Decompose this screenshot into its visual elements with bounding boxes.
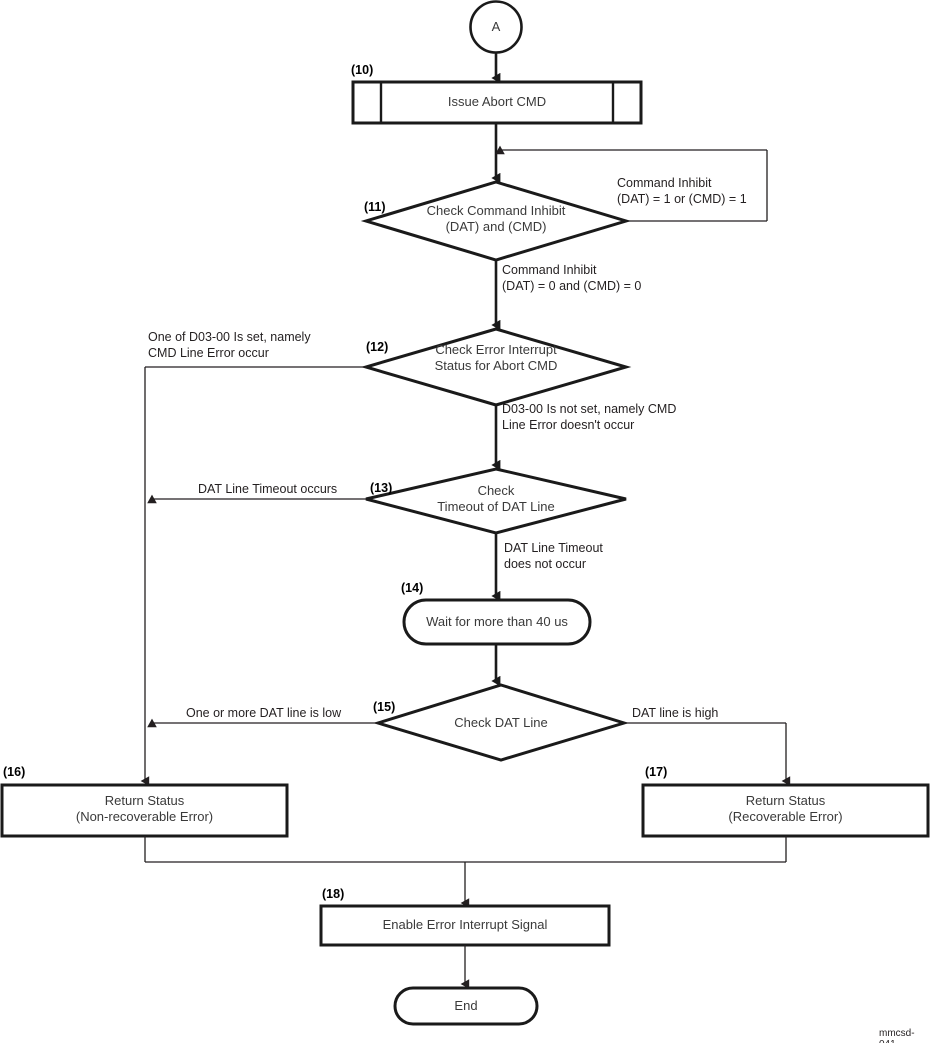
edge-label-dat-high: DAT line is high bbox=[632, 706, 719, 720]
step15-number: (15) bbox=[373, 700, 396, 714]
edge-label-dat-low: One or more DAT line is low bbox=[186, 706, 342, 720]
step16-number: (16) bbox=[3, 765, 26, 779]
step10-number: (10) bbox=[351, 63, 374, 77]
edge-label-timeout-not-occur: DAT Line Timeout does not occur bbox=[504, 541, 603, 571]
step18-number: (18) bbox=[322, 887, 345, 901]
step11-shape bbox=[360, 180, 632, 262]
step15-shape bbox=[372, 683, 630, 762]
step12-number: (12) bbox=[366, 340, 389, 354]
edge-label-error-set: One of D03-00 Is set, namely CMD Line Er… bbox=[148, 330, 311, 360]
figure-caption: mmcsd-041 bbox=[879, 1028, 915, 1043]
edge-label-timeout-occurs: DAT Line Timeout occurs bbox=[198, 482, 338, 496]
step10-shape bbox=[351, 80, 643, 125]
connector-a-shape bbox=[469, 0, 523, 54]
end-shape bbox=[393, 986, 539, 1026]
step17-number: (17) bbox=[645, 765, 668, 779]
step13-shape bbox=[365, 467, 627, 535]
step14-shape bbox=[402, 598, 592, 646]
edge-label-inhibit-no: Command Inhibit (DAT) = 0 and (CMD) = 0 bbox=[502, 263, 642, 293]
step11-number: (11) bbox=[364, 200, 386, 214]
edge-label-inhibit-yes: Command Inhibit (DAT) = 1 or (CMD) = 1 bbox=[617, 176, 747, 206]
edge-label-error-not-set: D03-00 Is not set, namely CMD Line Error… bbox=[502, 402, 677, 432]
step16-shape bbox=[0, 783, 289, 838]
step18-shape bbox=[319, 904, 611, 947]
step13-number: (13) bbox=[370, 481, 393, 495]
step14-number: (14) bbox=[401, 581, 424, 595]
step17-shape bbox=[641, 783, 930, 838]
step12-shape bbox=[360, 327, 632, 407]
